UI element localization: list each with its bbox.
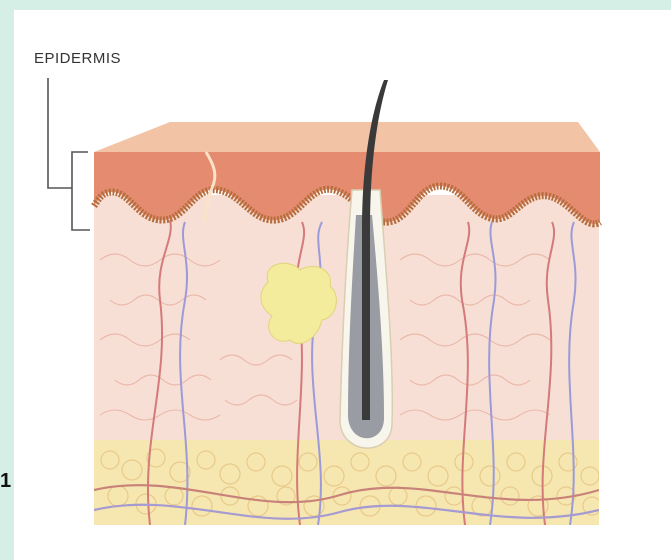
skin-surface bbox=[94, 122, 600, 152]
fat-layer bbox=[94, 440, 601, 525]
epidermis-bracket bbox=[48, 78, 90, 230]
page-marker: 1 bbox=[0, 470, 11, 493]
epidermis-label: EPIDERMIS bbox=[34, 50, 121, 67]
